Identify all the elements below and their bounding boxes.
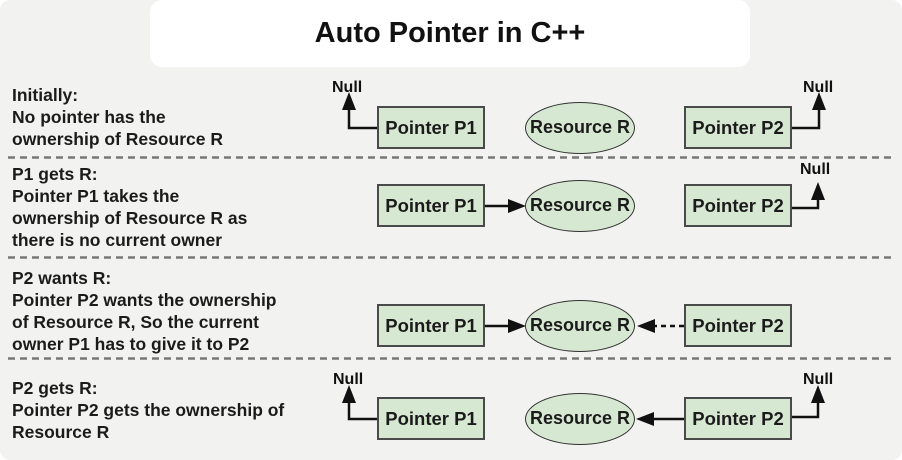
- pointer-p1-node: Pointer P1: [377, 304, 485, 347]
- row4-heading: P2 gets R:: [12, 378, 98, 398]
- null-arrow-line: [792, 108, 821, 130]
- null-arrow-line: [792, 198, 820, 210]
- row2-body: Pointer P1 takes the ownership of Resour…: [12, 186, 248, 250]
- pointer-p1-node: Pointer P1: [377, 106, 485, 149]
- null-arrow-line: [792, 401, 820, 419]
- row1-heading: Initially:: [12, 85, 79, 105]
- row4-body: Pointer P2 gets the ownership of Resourc…: [12, 400, 285, 442]
- row3-heading: P2 wants R:: [12, 268, 112, 288]
- pointer-p2-node: Pointer P2: [684, 184, 792, 227]
- ownership-arrowhead: [508, 199, 526, 213]
- ownership-arrowhead: [508, 319, 526, 333]
- row4-description: P2 gets R: Pointer P2 gets the ownership…: [12, 377, 374, 443]
- pointer-p2-node: Pointer P2: [684, 106, 792, 149]
- null-label: Null: [803, 371, 834, 388]
- request-arrowhead: [637, 319, 655, 333]
- pointer-p1-node: Pointer P1: [377, 184, 485, 227]
- page-title: Auto Pointer in C++: [314, 17, 586, 49]
- resource-r-node: Resource R: [525, 300, 635, 352]
- row3-body: Pointer P2 wants the ownership of Resour…: [12, 290, 277, 354]
- pointer-p2-node: Pointer P2: [684, 304, 792, 347]
- null-label: Null: [800, 161, 831, 178]
- row2-description: P1 gets R: Pointer P1 takes the ownershi…: [12, 163, 374, 251]
- ownership-arrowhead: [636, 412, 654, 426]
- row1-body: No pointer has the ownership of Resource…: [12, 107, 224, 149]
- pointer-p1-node: Pointer P1: [377, 397, 485, 440]
- row3-description: P2 wants R: Pointer P2 wants the ownersh…: [12, 267, 374, 355]
- row1-description: Initially: No pointer has the ownership …: [12, 84, 374, 150]
- row2-heading: P1 gets R:: [12, 164, 98, 184]
- pointer-p2-node: Pointer P2: [684, 397, 792, 440]
- null-label: Null: [803, 79, 834, 96]
- null-label: Null: [332, 79, 363, 96]
- resource-r-node: Resource R: [525, 102, 635, 154]
- title-card: Auto Pointer in C++: [150, 0, 750, 67]
- null-label: Null: [333, 371, 364, 388]
- null-arrowhead: [811, 182, 825, 200]
- resource-r-node: Resource R: [525, 180, 635, 232]
- resource-r-node: Resource R: [525, 393, 635, 445]
